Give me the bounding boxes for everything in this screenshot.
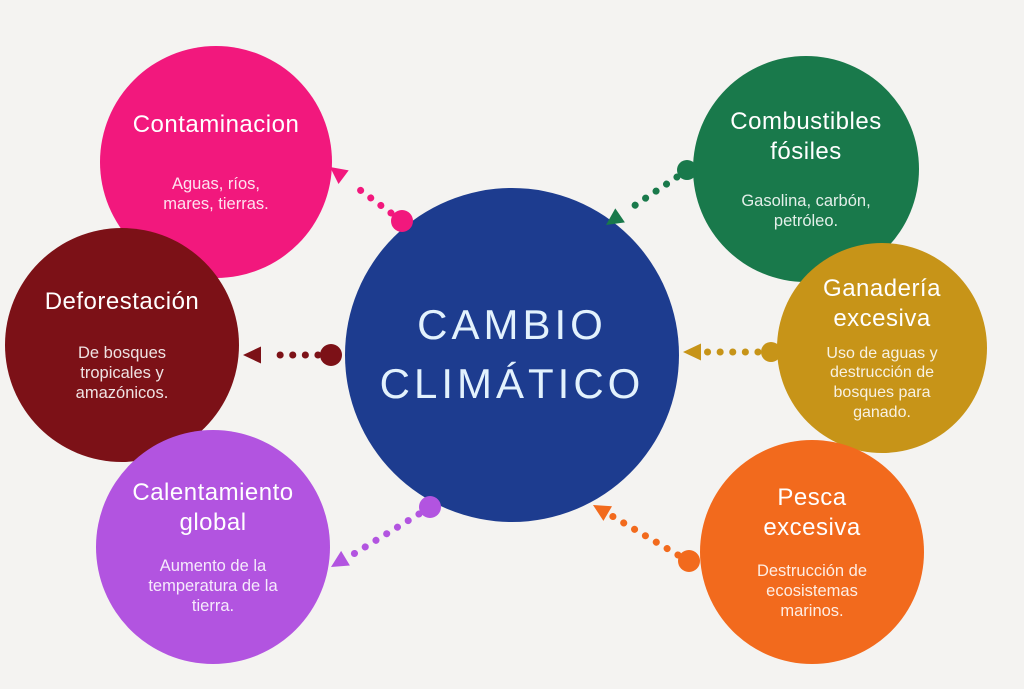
center-title: CAMBIO CLIMÁTICO [379, 301, 645, 407]
connector-ganaderia-excesiva [683, 342, 781, 362]
connector-contaminacion [330, 167, 413, 232]
connector-combustibles-fosiles [606, 160, 697, 225]
node-description: De bosques tropicales y amazónicos. [75, 343, 169, 403]
node-center-cambio-climatico: CAMBIO CLIMÁTICO [345, 188, 679, 522]
node-title: Combustibles fósiles [730, 107, 882, 165]
connector-dotted-line [621, 173, 681, 216]
connector-deforestacion [243, 344, 342, 366]
connector-arrowhead [593, 505, 612, 521]
connector-arrowhead [683, 343, 701, 361]
node-description: Aguas, ríos, mares, tierras. [163, 174, 269, 213]
connector-dotted-line [348, 180, 395, 217]
node-title: Contaminacion [132, 110, 300, 138]
node-pesca-excesiva: Pesca excesiva Destrucción de ecosistema… [700, 440, 924, 664]
node-title: Deforestación [44, 287, 200, 315]
connector-arrowhead [243, 346, 261, 364]
node-title: Pesca excesiva [763, 483, 861, 541]
connector-origin-dot [678, 550, 700, 572]
node-deforestacion: Deforestación De bosques tropicales y am… [5, 228, 239, 462]
node-description: Destrucción de ecosistemas marinos. [756, 561, 868, 621]
node-calentamiento-global: Calentamiento global Aumento de la tempe… [96, 430, 330, 664]
connector-arrowhead [331, 550, 350, 567]
connector-calentamiento-global [331, 496, 441, 567]
node-title: Ganadería excesiva [823, 274, 941, 332]
node-description: Gasolina, carbón, petróleo. [741, 191, 871, 230]
node-description: Aumento de la temperatura de la tierra. [148, 556, 278, 616]
node-title: Calentamiento global [132, 478, 294, 536]
connector-arrowhead [330, 167, 349, 184]
connector-dotted-line [608, 512, 682, 559]
connector-dotted-line [348, 510, 423, 559]
node-description: Uso de aguas y destrucción de bosques pa… [826, 344, 938, 421]
connector-pesca-excesiva [593, 505, 700, 572]
connector-origin-dot [320, 344, 342, 366]
node-ganaderia-excesiva: Ganadería excesiva Uso de aguas y destru… [777, 243, 987, 453]
